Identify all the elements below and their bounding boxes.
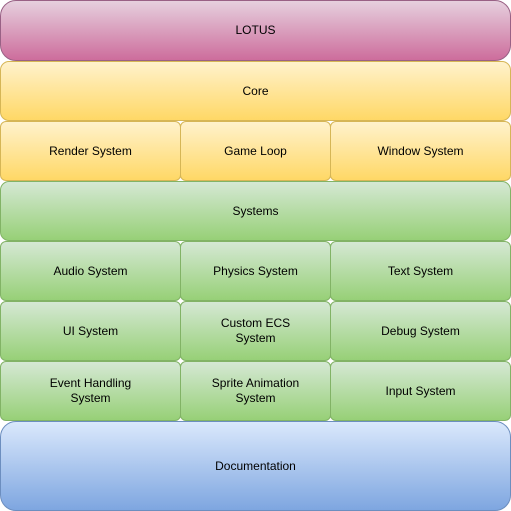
text-system-box: Text System	[330, 241, 511, 301]
audio-system-box: Audio System	[0, 241, 181, 301]
systems-layer: Systems	[0, 181, 511, 241]
event-handling-system-box: Event Handling System	[0, 361, 181, 421]
debug-system-box: Debug System	[330, 301, 511, 361]
lotus-layer: LOTUS	[0, 0, 511, 61]
core-layer: Core	[0, 61, 511, 121]
ui-system-box: UI System	[0, 301, 181, 361]
physics-system-box: Physics System	[180, 241, 331, 301]
window-system-box: Window System	[330, 121, 511, 181]
game-loop-box: Game Loop	[180, 121, 331, 181]
documentation-layer: Documentation	[0, 421, 511, 511]
custom-ecs-system-box: Custom ECS System	[180, 301, 331, 361]
input-system-box: Input System	[330, 361, 511, 421]
render-system-box: Render System	[0, 121, 181, 181]
sprite-animation-system-box: Sprite Animation System	[180, 361, 331, 421]
